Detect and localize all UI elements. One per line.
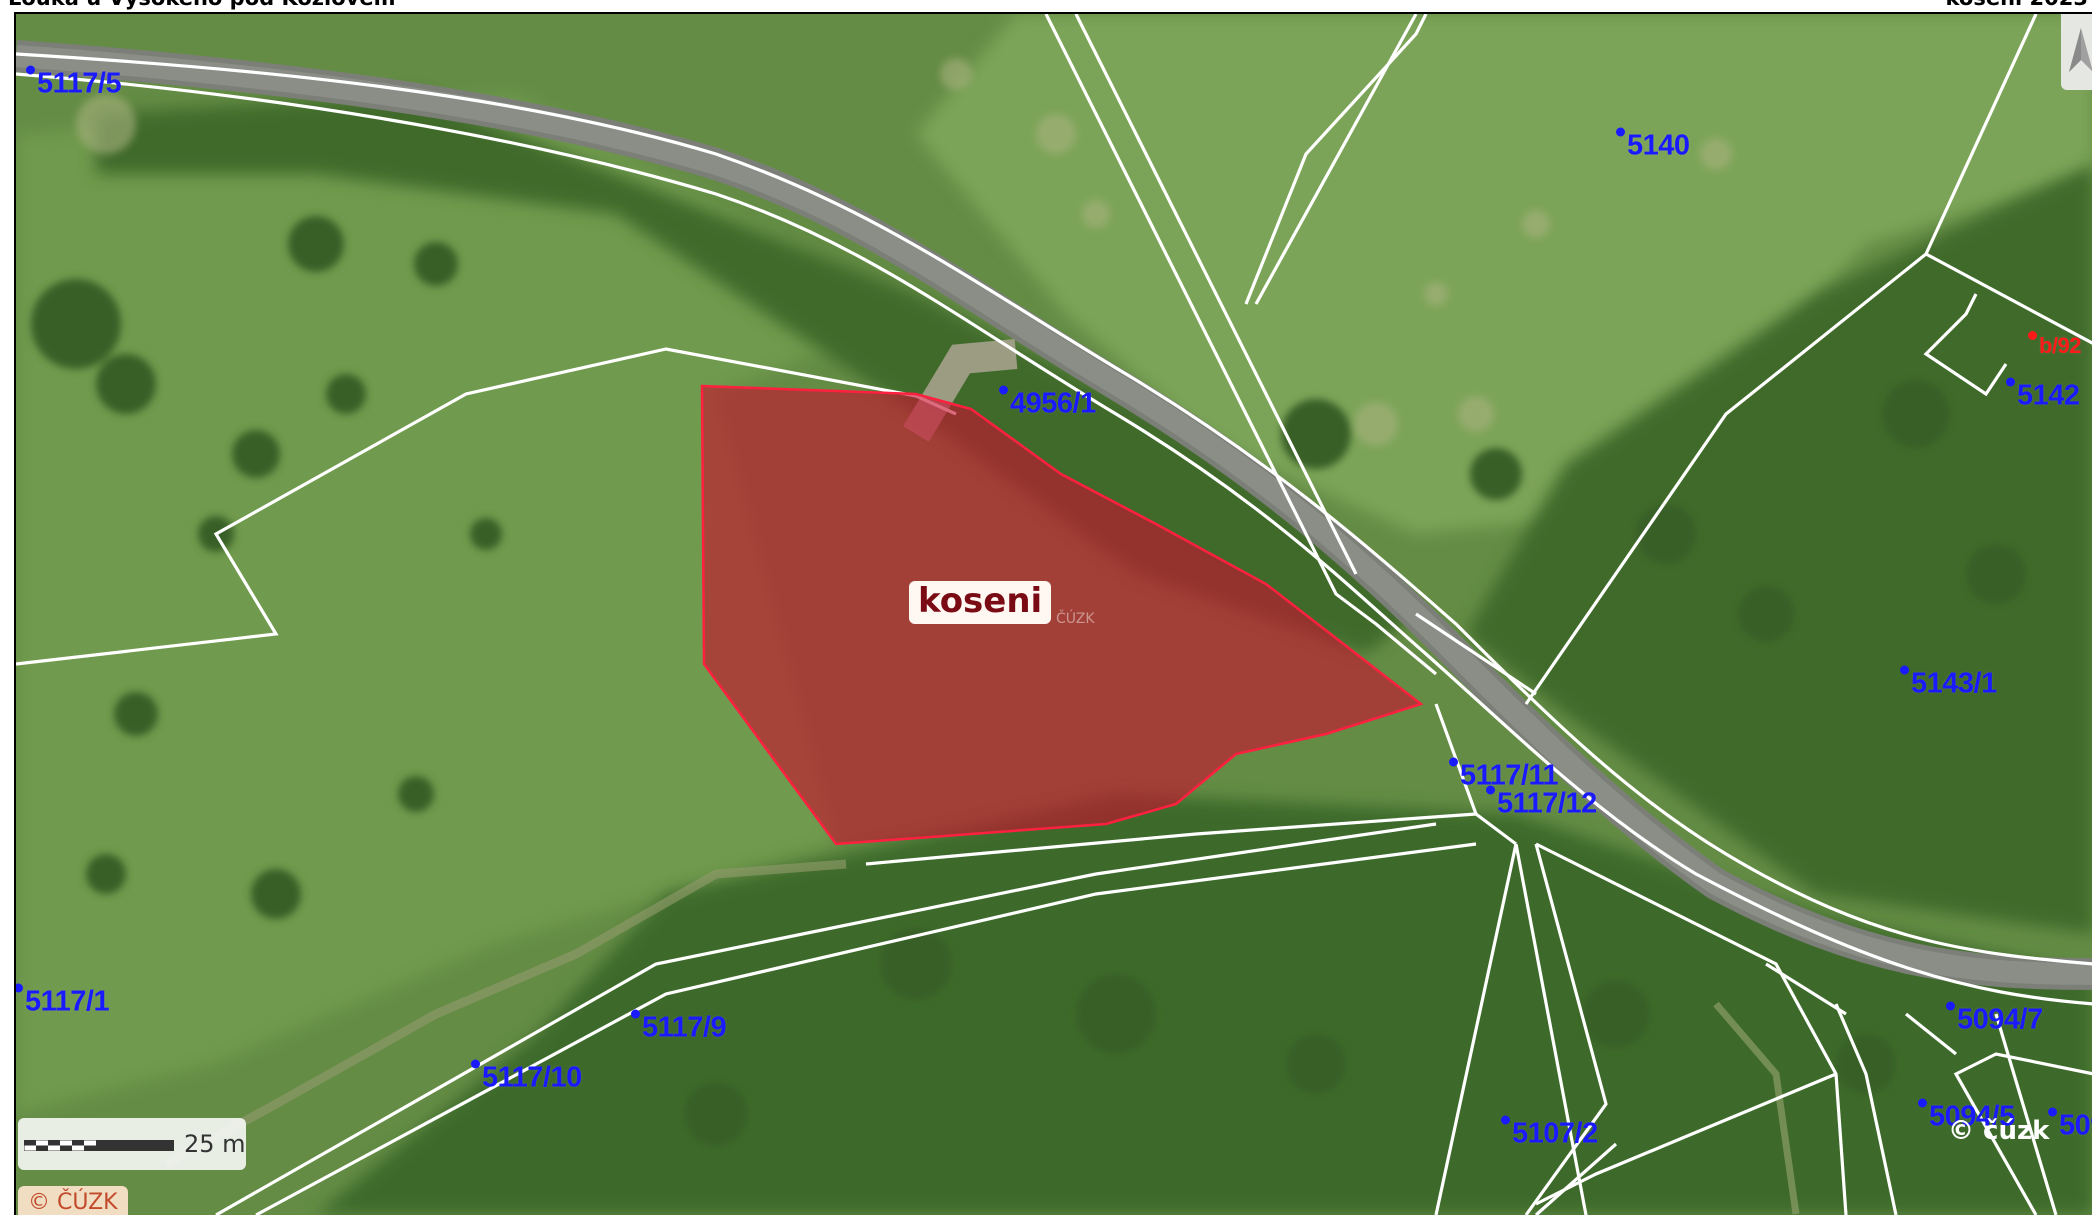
scale-bar: 25 m [18,1118,246,1170]
parcel-label[interactable]: 5107/2 [1501,1115,1598,1151]
map-subtitle: koseni 2023 [1946,0,2088,10]
map-watermark-corner: © čúzk [1948,1116,2050,1146]
dirt-path [163,859,847,1168]
parcel-label[interactable]: 5117/11 [1449,757,1559,793]
parcel-label[interactable]: 5094/5 [1918,1098,2015,1134]
parcel-boundaries [16,14,2092,1215]
parcel-label[interactable]: 5117/12 [1486,785,1597,821]
parcel-label[interactable]: 5117/5 [26,65,122,101]
parcel-label[interactable]: 5143/1 [1900,665,1997,701]
parcel-label[interactable]: 5117/9 [631,1009,727,1045]
map-viewport[interactable]: 5117/5 5140 4956/1 5142 5143/1 5117/11 5… [14,12,2092,1215]
parcel-label[interactable]: 5117/10 [471,1059,582,1095]
parcel-label[interactable]: 5140 [1616,127,1690,163]
map-watermark: ČÚZK [1056,611,1095,627]
parcel-label[interactable]: 4956/1 [999,385,1096,421]
scale-label: 25 m [184,1130,246,1158]
shrubs [31,216,2026,1146]
mowing-area-label: koseni [909,581,1052,624]
meadow-upper [916,14,2092,534]
forest-right [1466,164,2092,934]
orthophoto-map[interactable] [16,14,2092,1215]
north-arrow-icon [2069,28,2092,72]
map-title: Louka u Vysokého pod Kozlovem [8,0,395,10]
parcel-label[interactable]: 5142 [2006,377,2080,413]
parcel-label[interactable]: 509 [2048,1107,2092,1143]
mowing-area-polygon [700,384,1424,846]
meadow-left [16,94,916,1114]
copyright-badge[interactable]: © ČÚZK [18,1186,128,1215]
north-arrow-button[interactable] [2061,14,2092,90]
scale-bar-graphic [24,1140,174,1151]
bare-patches [76,58,1732,446]
parcel-label[interactable]: 5094/7 [1946,1001,2043,1037]
parcel-label[interactable]: 5117/1 [16,983,110,1019]
parcel-label-building[interactable]: b/92 [2028,331,2082,359]
